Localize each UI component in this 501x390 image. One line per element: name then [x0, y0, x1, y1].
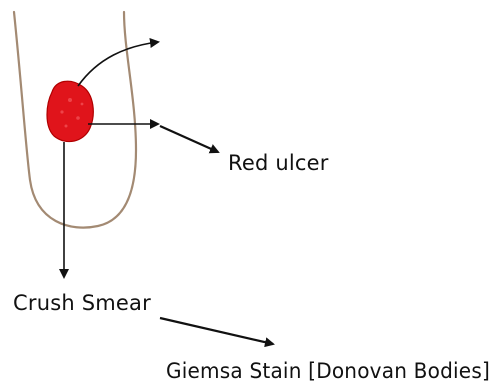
- finger-outline: [12, 10, 138, 229]
- arrow-upper-curve: [77, 38, 160, 87]
- arrow-to-red-ulcer: [159, 124, 220, 154]
- label-red-ulcer: Red ulcer: [228, 151, 329, 175]
- label-crush-smear: Crush Smear: [13, 291, 151, 315]
- ulcer-texture: [60, 98, 84, 128]
- label-giemsa-stain: Giemsa Stain [Donovan Bodies]: [166, 359, 490, 383]
- arrow-to-giemsa: [159, 316, 275, 348]
- red-ulcer-lesion: [46, 80, 94, 143]
